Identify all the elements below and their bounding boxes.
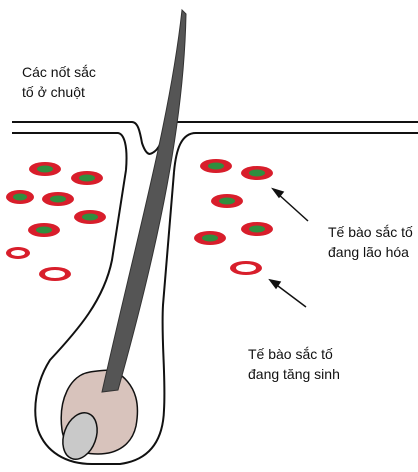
- growing-cell: [230, 261, 262, 275]
- aging-cell: [29, 162, 61, 176]
- growing-cell: [6, 247, 30, 259]
- label-aging-pigment-cells: Tế bào sắc tố đang lão hóa: [328, 222, 413, 262]
- aging-cell: [71, 171, 103, 185]
- arrow-to-growing-cells: [274, 283, 306, 307]
- label-aging-pigment-cells-line2: đang lão hóa: [328, 242, 413, 262]
- pointer-arrows: [270, 189, 308, 307]
- aging-cell: [74, 210, 106, 224]
- skin-surface-right-upper: [150, 122, 418, 154]
- label-aging-pigment-cells-line1: Tế bào sắc tố: [328, 222, 413, 242]
- growing-cell: [39, 267, 71, 281]
- label-growing-pigment-cells-line2: đang tăng sinh: [248, 364, 340, 384]
- aging-cell: [194, 231, 226, 245]
- label-growing-pigment-cells-line1: Tế bào sắc tố: [248, 344, 340, 364]
- label-mouse-pigment-spots-line2: tố ở chuột: [22, 82, 96, 102]
- label-mouse-pigment-spots-line1: Các nốt sắc: [22, 62, 96, 82]
- arrow-to-aging-cells: [277, 193, 308, 221]
- aging-cell: [28, 223, 60, 237]
- aging-cell: [241, 166, 273, 180]
- aging-cell: [241, 222, 273, 236]
- label-growing-pigment-cells: Tế bào sắc tố đang tăng sinh: [248, 344, 340, 384]
- aging-cell: [200, 159, 232, 173]
- arrowhead-aging-cells: [273, 189, 283, 197]
- aging-cell: [42, 192, 74, 206]
- hair-shaft: [102, 10, 186, 392]
- aging-cell: [6, 190, 34, 204]
- skin-surface-left-upper: [12, 122, 150, 154]
- skin-surface-left-lower: [12, 133, 127, 170]
- aging-cell: [211, 194, 243, 208]
- label-mouse-pigment-spots: Các nốt sắc tố ở chuột: [22, 62, 96, 102]
